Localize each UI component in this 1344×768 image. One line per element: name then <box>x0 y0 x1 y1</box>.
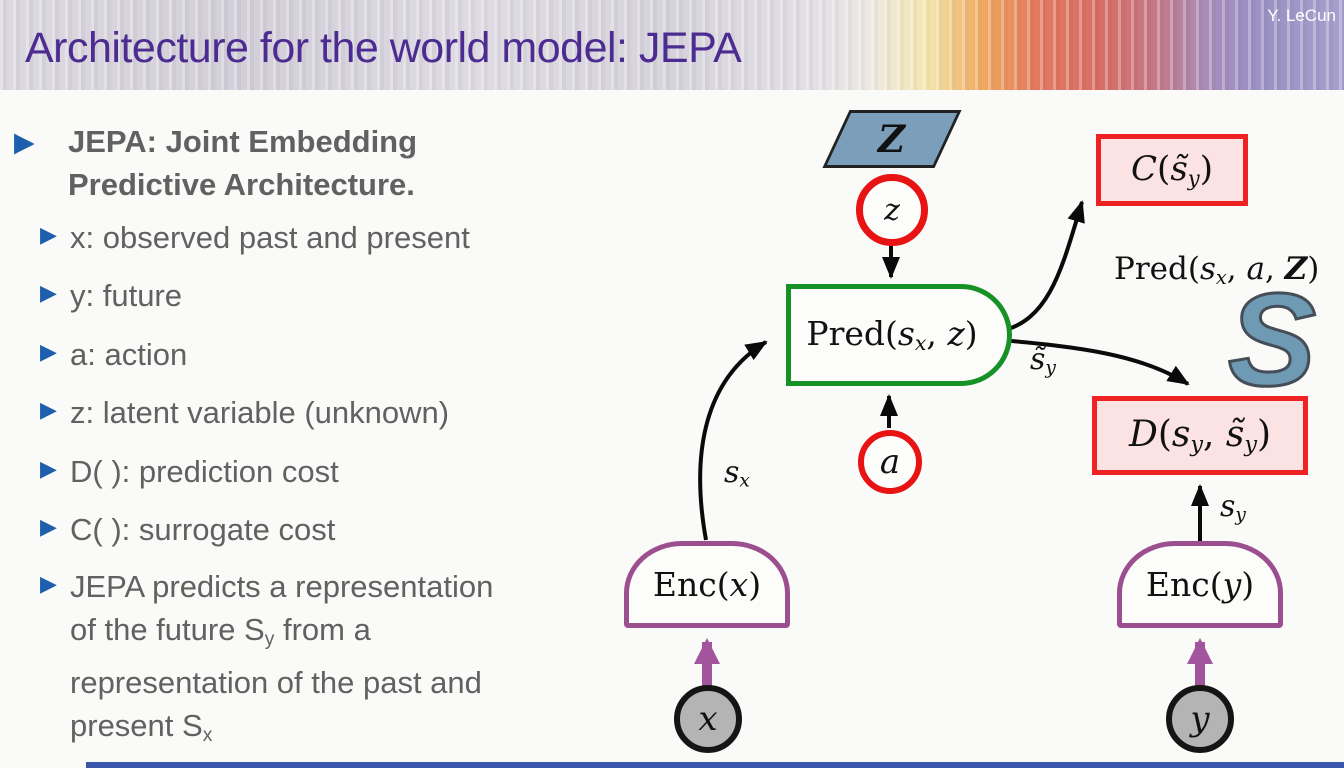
encoder-y-node: Enc(y) <box>1117 541 1283 628</box>
encoder-y-label: Enc(y) <box>1145 565 1255 604</box>
triangle-bullet-icon: ▶ <box>40 281 57 306</box>
label-s-y: sy <box>1220 489 1246 526</box>
action-label: a <box>879 442 901 482</box>
predictor-node: Pred(sx, z) <box>786 284 1012 386</box>
action-node: a <box>858 430 922 494</box>
bullet-item-z: ▶ z: latent variable (unknown) <box>0 391 650 434</box>
bullet-text: D( ): prediction cost <box>70 454 339 489</box>
label-pred-full: Pred(sx, a, Z) <box>1114 251 1320 289</box>
encoder-x-node: Enc(x) <box>624 541 790 628</box>
latent-space-label: Z <box>878 117 906 161</box>
bullet-text: z: latent variable (unknown) <box>70 395 450 430</box>
bullet-item-d-cost: ▶ D( ): prediction cost <box>0 450 650 493</box>
input-y-label: y <box>1190 699 1210 739</box>
page-title: Architecture for the world model: JEPA <box>25 24 742 72</box>
triangle-bullet-icon: ▶ <box>14 127 35 158</box>
input-x-label: x <box>698 699 718 739</box>
bullet-item-y: ▶ y: future <box>0 274 650 317</box>
bullet-item-a: ▶ a: action <box>0 333 650 376</box>
bullet-text: a: action <box>70 337 188 372</box>
arrow-encx-to-pred <box>698 340 768 541</box>
bullet-text: JEPA predicts a representation of the fu… <box>70 569 494 746</box>
triangle-bullet-icon: ▶ <box>40 572 57 597</box>
bullet-text: x: observed past and present <box>70 220 470 255</box>
predictor-label: Pred(sx, z) <box>806 314 978 356</box>
bullet-item-jepa-definition: ▶ JEPA: Joint Embedding Predictive Archi… <box>0 120 588 206</box>
input-y-node: y <box>1166 685 1234 753</box>
bullet-text: C( ): surrogate cost <box>70 512 336 547</box>
encoder-x-label: Enc(x) <box>652 565 762 604</box>
author-credit: Y. LeCun <box>1267 6 1336 25</box>
bullet-item-c-cost: ▶ C( ): surrogate cost <box>0 508 650 551</box>
prediction-cost-label: D(sy, s̃y) <box>1128 413 1272 458</box>
arrow-pred-to-c <box>1000 200 1085 333</box>
label-s-tilde-y: s̃y <box>1030 342 1056 379</box>
prediction-cost-box: D(sy, s̃y) <box>1092 396 1308 475</box>
bullet-text: y: future <box>70 278 182 313</box>
surrogate-cost-label: C(s̃y) <box>1131 149 1213 191</box>
latent-z-node: z <box>856 174 928 246</box>
input-x-node: x <box>674 685 742 753</box>
triangle-bullet-icon: ▶ <box>40 223 57 248</box>
triangle-bullet-icon: ▶ <box>40 515 57 540</box>
bullet-item-jepa-predicts: ▶ JEPA predicts a representation of the … <box>0 565 650 757</box>
triangle-bullet-icon: ▶ <box>40 457 57 482</box>
latent-space-parallelogram: Z <box>822 110 962 168</box>
triangle-bullet-icon: ▶ <box>40 398 57 423</box>
bottom-bar <box>86 762 1344 768</box>
bullet-text: JEPA: Joint Embedding Predictive Archite… <box>68 124 418 202</box>
latent-z-label: z <box>884 192 900 228</box>
bullet-item-x: ▶ x: observed past and present <box>0 216 650 259</box>
header-banner <box>0 0 1344 90</box>
surrogate-cost-box: C(s̃y) <box>1096 134 1248 206</box>
triangle-bullet-icon: ▶ <box>40 340 57 365</box>
label-s-x: sx <box>724 455 750 492</box>
